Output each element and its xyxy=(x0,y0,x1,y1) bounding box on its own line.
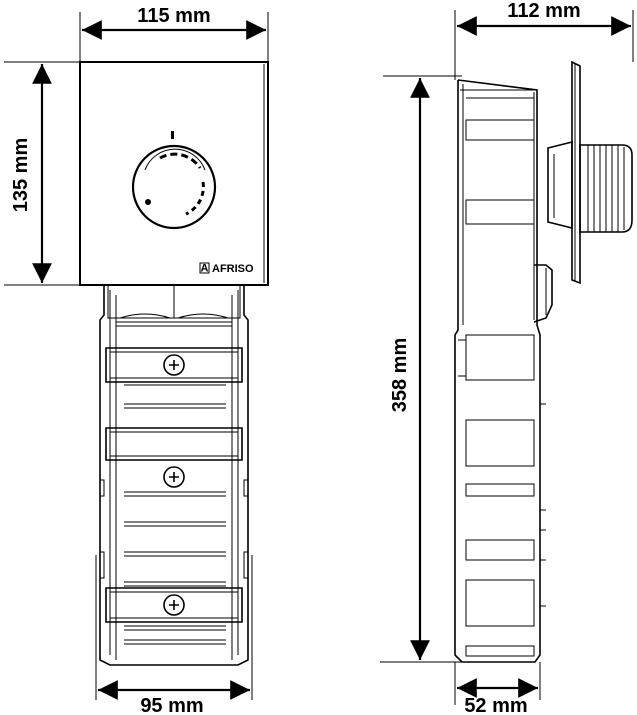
screw xyxy=(163,466,185,488)
front-panel xyxy=(79,61,269,286)
screw xyxy=(163,354,185,376)
side-view xyxy=(380,10,634,705)
lower-housing xyxy=(95,285,253,690)
brand-name: AFRISO xyxy=(212,263,254,275)
svg-text:A: A xyxy=(201,263,209,275)
afriso-logo: A AFRISO xyxy=(199,262,254,275)
temperature-knob xyxy=(131,131,217,230)
label-front-width: 115 mm xyxy=(137,5,210,27)
label-base-width: 95 mm xyxy=(140,695,203,715)
label-front-height: 135 mm xyxy=(10,138,32,213)
label-side-depth: 112 mm xyxy=(507,0,580,22)
label-base-depth: 52 mm xyxy=(464,695,527,715)
screw xyxy=(163,594,185,616)
label-total-height: 358 mm xyxy=(389,338,411,413)
side-housing xyxy=(454,79,553,663)
sensor-assembly xyxy=(547,60,633,285)
front-view: A AFRISO xyxy=(4,12,269,700)
